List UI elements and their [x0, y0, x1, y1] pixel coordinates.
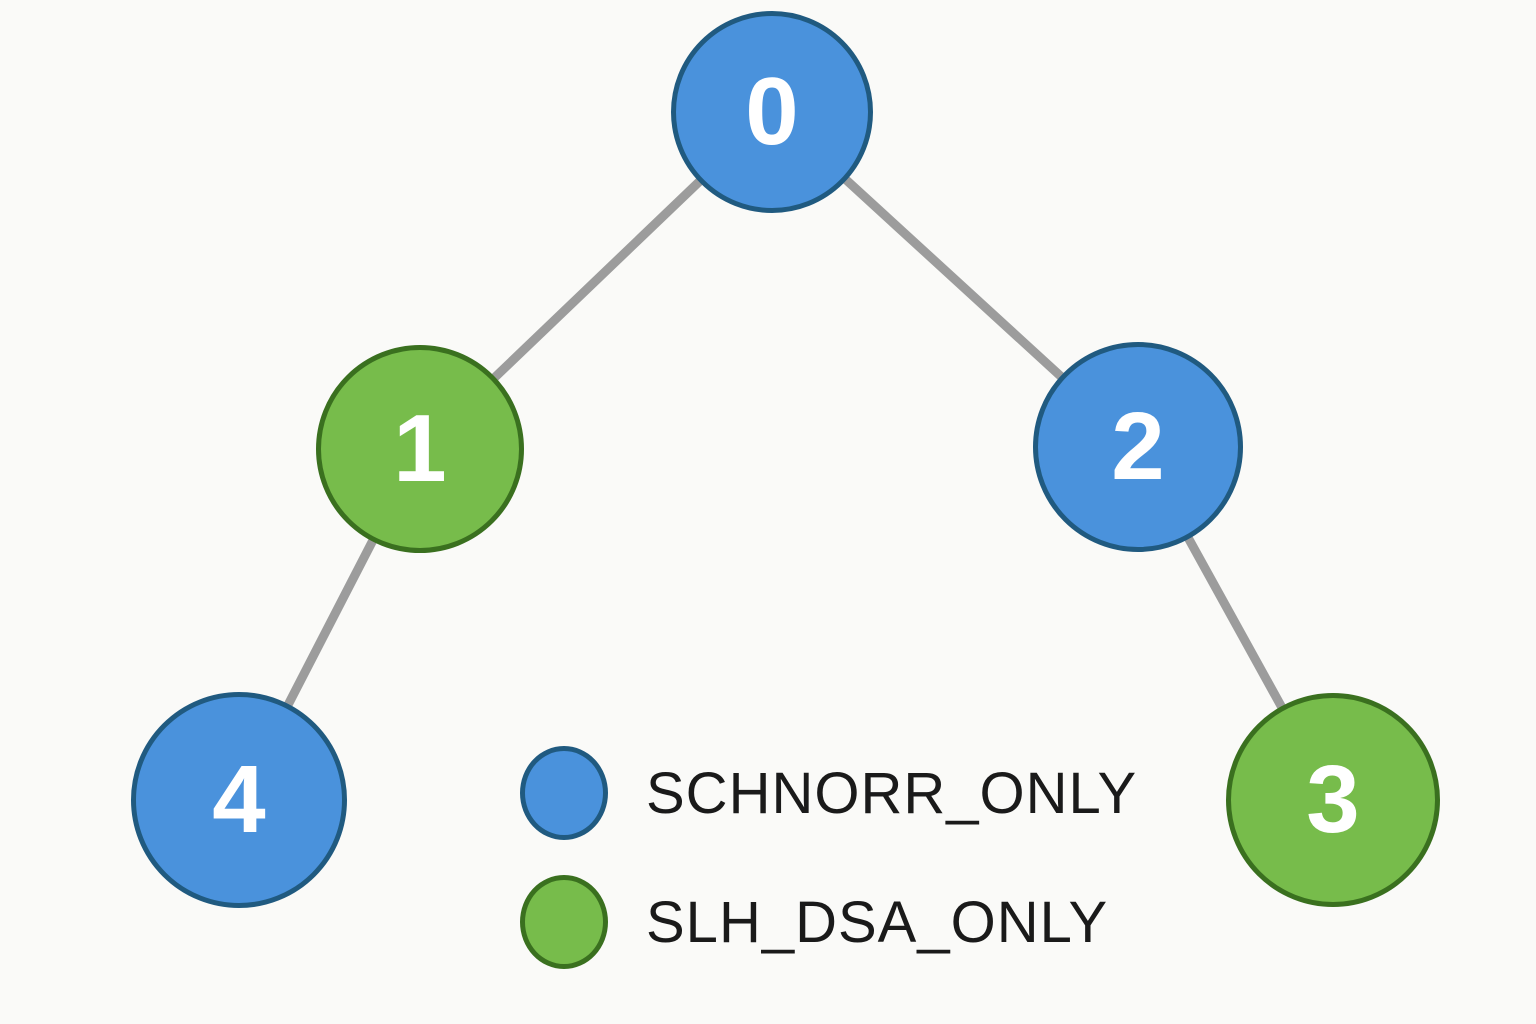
- graph-node-4: 4: [131, 692, 347, 908]
- legend-label: SLH_DSA_ONLY: [646, 889, 1109, 955]
- legend: SCHNORR_ONLY SLH_DSA_ONLY: [520, 746, 1137, 969]
- node-label: 0: [745, 58, 799, 165]
- legend-item: SCHNORR_ONLY: [520, 746, 1137, 840]
- node-label: 3: [1306, 746, 1360, 853]
- graph-node-3: 3: [1226, 693, 1440, 907]
- graph-node-1: 1: [316, 345, 524, 553]
- legend-swatch-slh-dsa-only: [520, 875, 608, 969]
- legend-label: SCHNORR_ONLY: [646, 760, 1138, 826]
- graph-node-0: 0: [671, 11, 873, 213]
- legend-item: SLH_DSA_ONLY: [520, 875, 1137, 969]
- node-label: 2: [1111, 393, 1165, 500]
- legend-swatch-schnorr-only: [520, 746, 608, 840]
- graph-node-2: 2: [1033, 342, 1243, 552]
- node-label: 4: [212, 746, 266, 853]
- node-label: 1: [393, 395, 447, 502]
